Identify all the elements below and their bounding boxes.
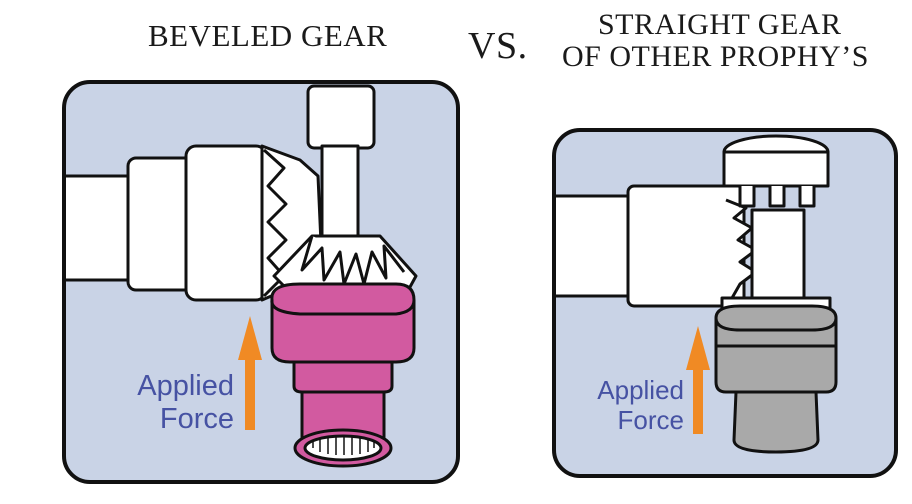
beveled-gear-illustration (66, 84, 418, 468)
right-force-text: Force (617, 404, 684, 435)
right-applied-force-arrow (686, 326, 710, 434)
right-applied-force-label: Applied Force (568, 375, 684, 436)
left-applied-text: Applied (137, 370, 234, 402)
left-applied-force-arrow (238, 316, 262, 430)
straight-gear-title-line1: STRAIGHT GEAR (598, 8, 842, 41)
left-applied-force-label: Applied Force (104, 370, 234, 437)
right-applied-text: Applied (597, 375, 684, 405)
beveled-gear-title: BEVELED GEAR (148, 18, 388, 53)
versus-label: VS. (468, 25, 528, 67)
straight-gear-illustration (556, 134, 838, 454)
straight-gear-title-line2: OF OTHER PROPHY’S (562, 40, 869, 73)
left-force-text: Force (159, 403, 234, 436)
